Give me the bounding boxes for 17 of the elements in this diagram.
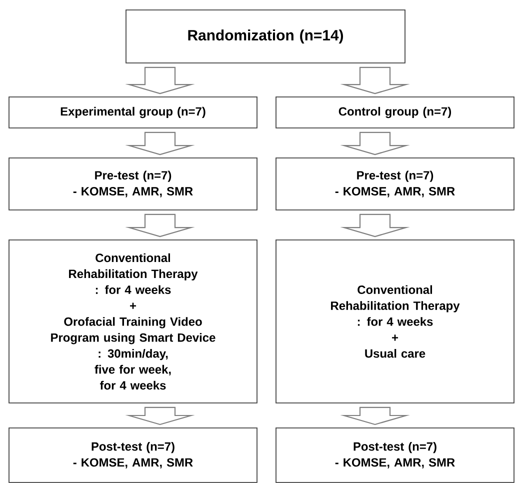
flow-box: Experimental group (n=7) xyxy=(8,96,258,128)
flow-box: Conventional Rehabilitation Therapy : for 4 weeks + Usual care xyxy=(276,240,514,404)
flow-box: Pre-test (n=7) - KOMSE, AMR, SMR xyxy=(8,158,258,210)
flow-box: Post-test (n=7) - KOMSE, AMR, SMR xyxy=(8,427,258,483)
flow-box: Randomization (n=14) xyxy=(126,10,406,64)
flow-box: Control group (n=7) xyxy=(276,96,514,128)
flow-box: Conventional Rehabilitation Therapy : for 4 weeks + Orofacial Training Video Program using Smart Device : 30min/day, five for week, for 4 weeks xyxy=(8,240,258,404)
flow-box: Pre-test (n=7) - KOMSE, AMR, SMR xyxy=(276,158,514,210)
block-arrow xyxy=(340,406,410,426)
block-arrow xyxy=(340,132,410,156)
block-arrow xyxy=(125,132,195,156)
block-arrow xyxy=(125,406,195,426)
block-arrow xyxy=(340,214,410,238)
flow-box: Post-test (n=7) - KOMSE, AMR, SMR xyxy=(276,427,514,483)
block-arrow xyxy=(125,214,195,238)
block-arrow xyxy=(125,66,195,94)
block-arrow xyxy=(340,66,410,94)
